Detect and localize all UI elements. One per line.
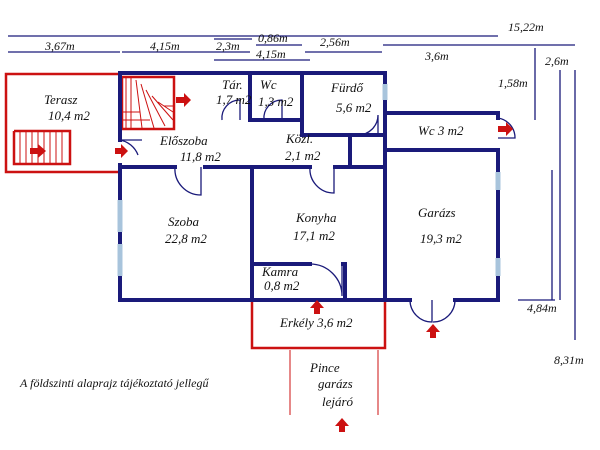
szoba-area: 22,8 m2 [165, 231, 207, 246]
kamra-name: Kamra [261, 264, 299, 279]
arrow-icon [176, 93, 191, 107]
konyha-name: Konyha [295, 210, 337, 225]
arrow-icon [310, 300, 324, 314]
pince-lines [289, 350, 379, 415]
pince-line-2: garázs [318, 376, 353, 391]
wc-name: Wc [260, 77, 277, 92]
pince-line-3: lejáró [322, 394, 354, 409]
erkely-label: Erkély 3,6 m2 [279, 315, 353, 330]
eloszoba-area: 11,8 m2 [180, 149, 221, 164]
garazs-name: Garázs [418, 205, 456, 220]
dim-height-3: 4,84m [527, 301, 557, 315]
dim-height-2: 1,58m [498, 76, 528, 90]
arrow-icon [426, 324, 440, 338]
konyha-area: 17,1 m2 [293, 228, 335, 243]
dim-eloszoba-width: 4,15m [150, 39, 180, 53]
szoba-name: Szoba [168, 214, 200, 229]
dim-height-4: 8,31m [554, 353, 584, 367]
wc2-label: Wc 3 m2 [418, 123, 464, 138]
dim-garazs-width: 3,6m [424, 49, 449, 63]
pince-line-1: Pince [309, 360, 340, 375]
plan-note: A földszinti alaprajz tájékoztató jelleg… [19, 376, 209, 390]
arrow-icon [335, 418, 349, 432]
dim-height-1: 2,6m [545, 54, 569, 68]
terasz-area: 10,4 m2 [48, 108, 90, 123]
walls [118, 71, 500, 302]
dim-wc-width: 0,86m [258, 31, 288, 45]
windows [117, 84, 501, 276]
dim-terasz-width: 3,67m [44, 39, 75, 53]
garazs-area: 19,3 m2 [420, 231, 462, 246]
kozl-name: Közl. [285, 131, 313, 146]
furdo-name: Fürdő [330, 80, 364, 95]
stair [120, 75, 176, 131]
dim-furdo-width: 2,56m [320, 35, 350, 49]
eloszoba-name: Előszoba [159, 133, 208, 148]
dim-inner-width: 4,15m [256, 47, 286, 61]
arrow-icon [115, 144, 128, 158]
arrow-icon [498, 122, 513, 136]
erkely-outline [250, 302, 387, 350]
terasz-outline [4, 72, 119, 174]
entry-arrows [30, 93, 513, 432]
tar-area: 1,7 m2 [216, 92, 252, 107]
kamra-area: 0,8 m2 [264, 278, 300, 293]
terasz-name: Terasz [44, 92, 77, 107]
wc-area: 1,3 m2 [258, 94, 294, 109]
dim-total: 15,22m [508, 20, 544, 34]
arrow-icon [30, 144, 46, 158]
furdo-area: 5,6 m2 [336, 100, 372, 115]
dim-tar-width: 2,3m [216, 39, 240, 53]
doors [119, 99, 516, 323]
kozl-area: 2,1 m2 [285, 148, 321, 163]
dimension-lines [8, 35, 576, 340]
tar-name: Tár. [222, 77, 243, 92]
